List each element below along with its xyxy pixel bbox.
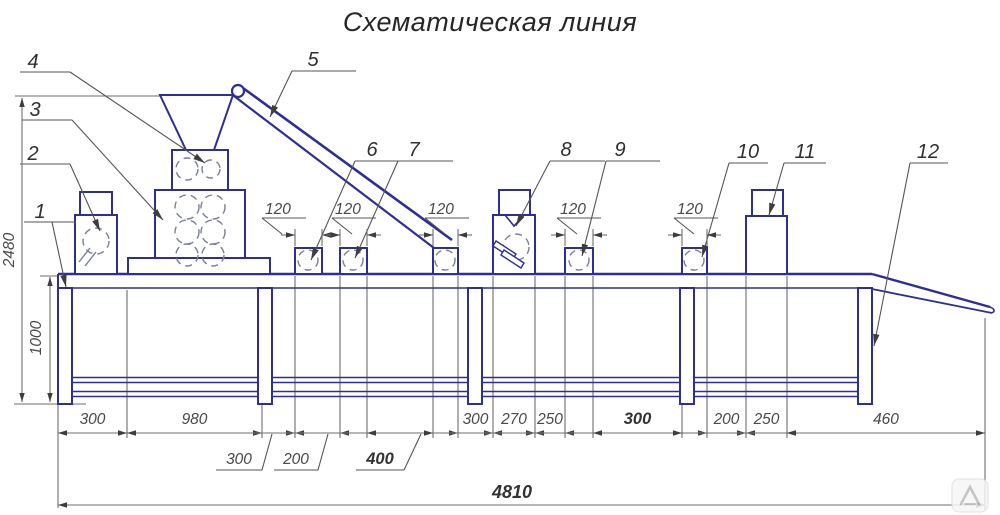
table-leg: [57, 287, 73, 405]
svg-text:1: 1: [34, 201, 45, 223]
svg-text:120: 120: [428, 201, 454, 218]
table-leg: [467, 287, 483, 405]
unloading-ramp: [871, 272, 995, 314]
roller-width-dim: 120: [419, 201, 472, 246]
svg-text:6: 6: [366, 139, 378, 161]
roller-width-dim: 120: [668, 201, 721, 246]
dim-segment: 300: [593, 410, 682, 436]
svg-text:300: 300: [226, 451, 252, 468]
feeder-machine: [74, 191, 118, 275]
dim-segment: 980: [127, 411, 262, 436]
table-leg: [857, 287, 873, 405]
svg-text:250: 250: [753, 411, 780, 428]
roller-stands: [294, 247, 708, 275]
drawing-title: Схематическая линия: [343, 7, 637, 37]
table-leg: [257, 287, 273, 405]
svg-text:11: 11: [795, 141, 816, 163]
svg-text:200: 200: [713, 411, 740, 428]
roller-width-dim: 120: [261, 201, 336, 246]
watermark-icon: [951, 478, 989, 513]
table-leg: [679, 287, 695, 405]
svg-text:120: 120: [560, 201, 586, 218]
crusher-machine: [127, 83, 271, 275]
dim-segment: 400: [356, 430, 433, 471]
press-machine: [492, 189, 536, 275]
svg-text:120: 120: [265, 201, 291, 218]
svg-text:300: 300: [624, 410, 652, 428]
svg-text:7: 7: [408, 139, 420, 161]
dim-segment: 300: [447, 411, 504, 436]
conveyor-pulley: [230, 83, 246, 99]
svg-text:4: 4: [27, 51, 38, 73]
svg-text:9: 9: [614, 139, 625, 161]
svg-text:5: 5: [307, 49, 319, 71]
dim-segment: 460: [787, 411, 985, 436]
part-callout-7: 7: [354, 139, 453, 259]
overall-length-dim: 4810: [58, 482, 985, 508]
part-callout-4: 4: [20, 51, 206, 164]
svg-text:8: 8: [560, 139, 571, 161]
part-callout-11: 11: [768, 141, 826, 216]
roller-width-dim: 120: [551, 201, 607, 246]
part-callout-3: 3: [22, 99, 164, 221]
dim-segment: 200: [274, 430, 351, 471]
hopper: [158, 94, 235, 151]
svg-text:300: 300: [80, 411, 106, 428]
dim-segment: 200: [696, 411, 757, 436]
vertical-dims: 2480 1000: [1, 98, 53, 402]
dim-segment: 250: [735, 411, 798, 436]
svg-text:400: 400: [365, 450, 394, 468]
dim-segment: 300: [58, 411, 127, 436]
table-frame: [57, 272, 873, 405]
extension-lines: [14, 95, 986, 510]
svg-text:4810: 4810: [491, 482, 532, 502]
part-callout-1: 1: [24, 201, 76, 288]
part-callout-12: 12: [873, 141, 948, 347]
roller-width-dim: 120: [326, 201, 381, 246]
part-callout-5: 5: [269, 49, 356, 118]
dim-segment: 250: [524, 411, 576, 436]
svg-text:250: 250: [536, 411, 563, 428]
svg-text:270: 270: [500, 411, 527, 428]
svg-text:1000: 1000: [28, 320, 45, 355]
svg-text:980: 980: [182, 411, 208, 428]
svg-text:3: 3: [29, 99, 40, 121]
svg-text:2: 2: [26, 143, 38, 165]
svg-text:200: 200: [282, 451, 309, 468]
svg-text:10: 10: [737, 141, 759, 163]
dim-segment: 300: [216, 430, 306, 471]
svg-text:120: 120: [677, 201, 703, 218]
part-callout-2: 2: [20, 143, 101, 232]
svg-text:12: 12: [917, 141, 939, 163]
packing-machine: [745, 189, 788, 275]
dim-segment: 270: [482, 411, 546, 436]
part-callout-9: 9: [581, 139, 660, 257]
svg-text:460: 460: [873, 411, 899, 428]
svg-text:120: 120: [335, 201, 361, 218]
inclined-conveyor: [233, 86, 453, 249]
part-callout-8: 8: [515, 139, 605, 227]
svg-text:300: 300: [463, 411, 489, 428]
svg-text:2480: 2480: [1, 232, 18, 268]
